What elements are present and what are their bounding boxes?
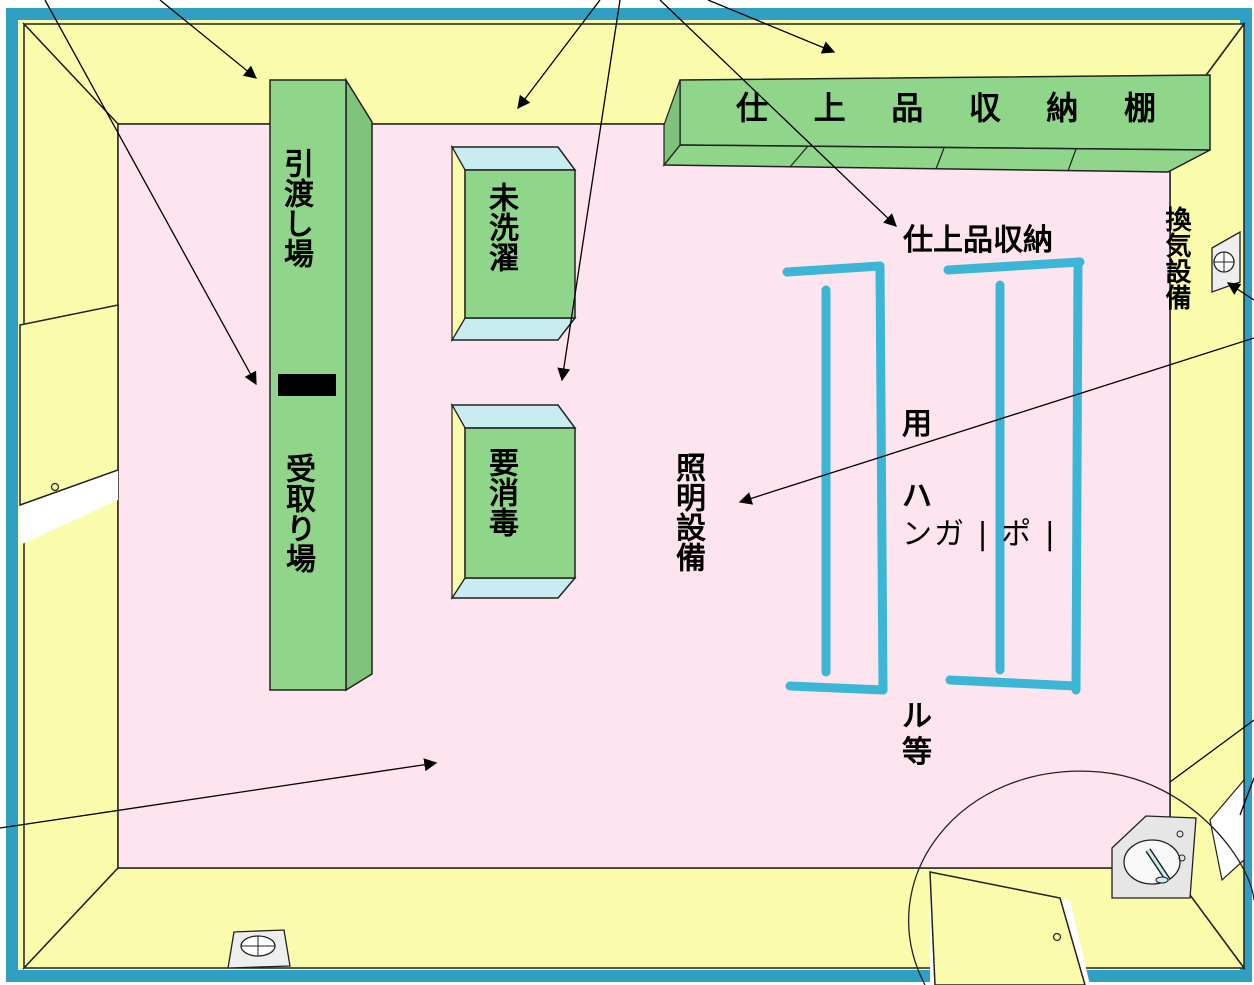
hanger-label-you: 用 bbox=[902, 407, 932, 442]
ventilation-fan-icon bbox=[1211, 230, 1241, 293]
ventilation-fan-icon bbox=[227, 929, 291, 969]
shelf-title-char: 収 bbox=[968, 89, 1001, 127]
shelf-divider bbox=[935, 147, 945, 170]
left-door-panel bbox=[19, 304, 119, 507]
sink-icon bbox=[1111, 815, 1197, 899]
unwashed-bin-label: 未洗濯 bbox=[483, 182, 518, 272]
shelf-title-char: 上 bbox=[813, 89, 846, 127]
hanger-label-line: ンガ | ポ | bbox=[902, 517, 1057, 552]
lighting-label: 照明設備 bbox=[670, 452, 705, 572]
ventilation-label: 換気設備 bbox=[1161, 206, 1191, 310]
hanger-label-ru: ル bbox=[902, 699, 932, 734]
receiving-area-label: 受取り場 bbox=[280, 453, 315, 573]
finished-storage-label: 仕上品収納 bbox=[903, 223, 1053, 258]
sink-highlight-arc bbox=[908, 770, 1254, 985]
unwashed-bin-left bbox=[451, 144, 466, 343]
disinfect-bin-top bbox=[450, 404, 577, 429]
shelf-title-char: 納 bbox=[1046, 89, 1079, 127]
unwashed-bin-top bbox=[450, 146, 577, 171]
shelf-title: 仕 上 品 収 納 棚 bbox=[736, 92, 1156, 128]
bottom-door-panel bbox=[929, 871, 1086, 985]
hanger-rack-right bbox=[943, 257, 1085, 695]
counter-divider bbox=[278, 374, 336, 396]
left-door-knob bbox=[50, 482, 60, 492]
disinfection-bin-label: 要消毒 bbox=[483, 447, 518, 537]
shelf-divider bbox=[789, 145, 809, 168]
shelf-divider bbox=[1067, 148, 1077, 172]
handover-area-label: 引渡し場 bbox=[278, 148, 313, 268]
disinfect-bin-body bbox=[464, 427, 576, 579]
counter-side bbox=[345, 77, 373, 692]
hanger-label-tou: 等 bbox=[902, 735, 932, 770]
disinfect-bin-left bbox=[451, 402, 466, 601]
shelf-title-char: 仕 bbox=[736, 89, 769, 127]
bottom-door-knob bbox=[1052, 932, 1062, 942]
hanger-rack-left bbox=[782, 261, 888, 695]
unwashed-bin-bottom bbox=[450, 317, 577, 341]
unwashed-bin-body bbox=[464, 169, 576, 319]
shelf-title-char: 棚 bbox=[1123, 89, 1156, 127]
shelf-left bbox=[663, 79, 681, 167]
shelf-title-char: 品 bbox=[891, 89, 924, 127]
hanger-label-ha: ハ bbox=[902, 479, 932, 514]
leader-lines bbox=[0, 0, 1254, 829]
disinfect-bin-bottom bbox=[450, 577, 577, 599]
